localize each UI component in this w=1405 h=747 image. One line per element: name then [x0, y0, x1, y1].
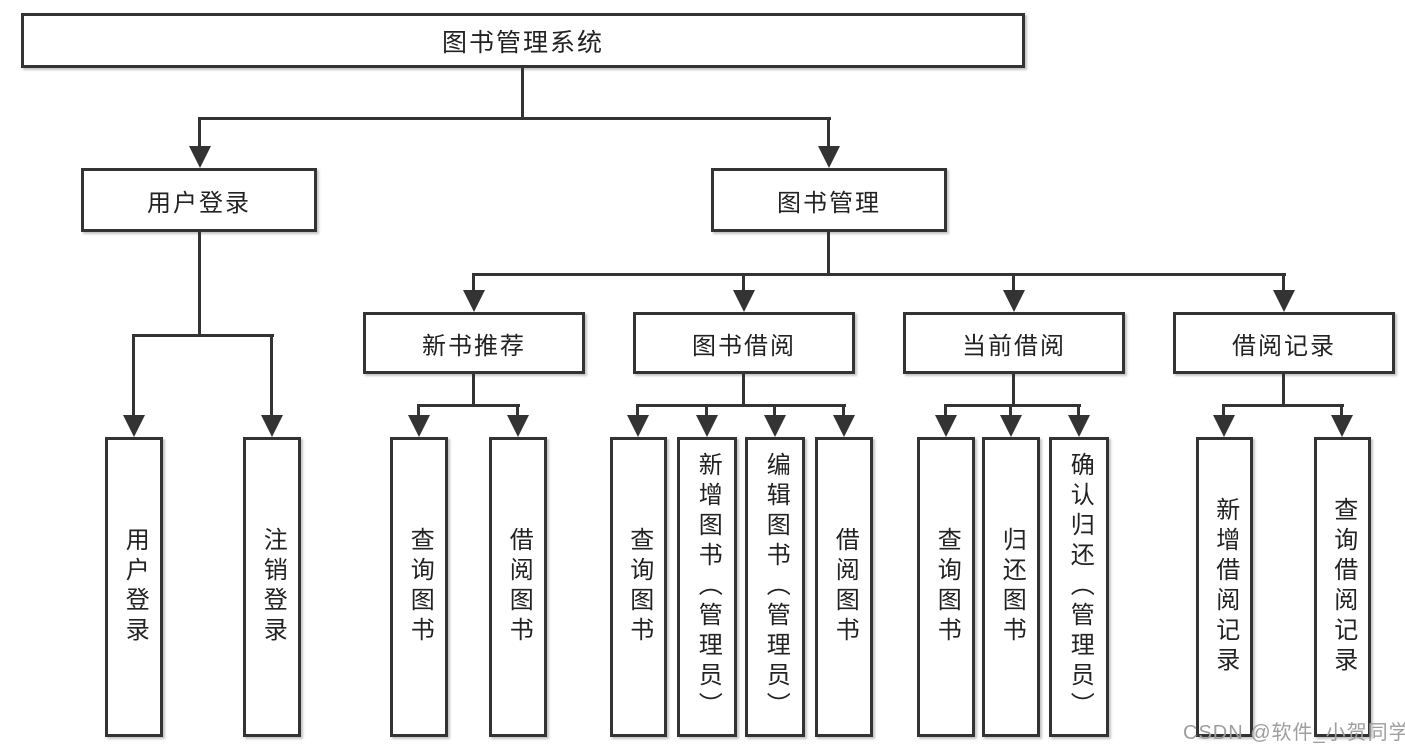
connector-vline	[1012, 374, 1015, 407]
leaf-logout: 注销登录	[243, 437, 301, 737]
node-label: 图书管理系统	[441, 28, 604, 57]
node-label: 图书管理	[777, 189, 881, 217]
connector-arrowhead	[818, 146, 840, 168]
connector-arrowhead	[261, 415, 283, 437]
node-label: 查询图书	[406, 527, 434, 647]
connector-arrowhead	[1003, 290, 1025, 312]
connector-hline	[472, 273, 1286, 276]
connector-vline	[270, 334, 273, 419]
node-user-login: 用户登录	[81, 168, 317, 232]
node-label: 归还图书	[998, 527, 1026, 647]
connector-vline	[417, 404, 420, 419]
leaf-bb-edit-book: 编辑图书（管理员）	[745, 437, 805, 737]
leaf-cb-confirm-return: 确认归还（管理员）	[1049, 437, 1109, 737]
connector-arrowhead	[189, 146, 211, 168]
leaf-rec-borrow-book: 借阅图书	[489, 437, 547, 737]
connector-vline	[472, 273, 475, 293]
leaf-rec-query-book: 查询图书	[390, 437, 448, 737]
node-current-borrow: 当前借阅	[903, 312, 1125, 374]
connector-vline	[705, 404, 708, 419]
node-label: 查询借阅记录	[1329, 497, 1357, 677]
connector-arrowhead	[935, 415, 957, 437]
connector-hline	[944, 404, 1081, 407]
connector-arrowhead	[1213, 415, 1235, 437]
node-label: 新增借阅记录	[1211, 497, 1239, 677]
connector-vline	[827, 117, 830, 150]
connector-hline	[1222, 404, 1344, 407]
connector-vline	[198, 232, 201, 337]
connector-vline	[1009, 404, 1012, 419]
connector-arrowhead	[764, 415, 786, 437]
connector-arrowhead	[833, 415, 855, 437]
node-label: 借阅图书	[831, 527, 859, 647]
connector-hline	[417, 404, 520, 407]
node-label: 新书推荐	[422, 332, 526, 360]
connector-vline	[1340, 404, 1343, 419]
connector-vline	[827, 232, 830, 276]
connector-vline	[1222, 404, 1225, 419]
connector-arrowhead	[1068, 415, 1090, 437]
connector-vline	[1282, 273, 1285, 293]
node-label: 注销登录	[259, 527, 287, 647]
connector-hline	[198, 117, 831, 120]
connector-arrowhead	[733, 290, 755, 312]
connector-hline	[636, 404, 846, 407]
node-label: 借阅记录	[1232, 332, 1336, 360]
connector-hline	[132, 334, 274, 337]
node-root: 图书管理系统	[21, 13, 1025, 68]
leaf-bb-add-book: 新增图书（管理员）	[677, 437, 737, 737]
leaf-br-query-record: 查询借阅记录	[1314, 437, 1371, 737]
node-label: 图书借阅	[692, 332, 796, 360]
leaf-bb-borrow-book: 借阅图书	[815, 437, 873, 737]
connector-arrowhead	[696, 415, 718, 437]
connector-vline	[742, 273, 745, 293]
connector-arrowhead	[507, 415, 529, 437]
connector-arrowhead	[627, 415, 649, 437]
node-label: 查询图书	[625, 527, 653, 647]
node-label: 用户登录	[121, 527, 149, 647]
node-label: 用户登录	[147, 189, 251, 217]
connector-arrowhead	[463, 290, 485, 312]
connector-vline	[773, 404, 776, 419]
leaf-bb-query-book: 查询图书	[610, 437, 667, 737]
node-label: 查询图书	[933, 527, 961, 647]
connector-vline	[516, 404, 519, 419]
leaf-user-login: 用户登录	[105, 437, 163, 737]
connector-vline	[521, 68, 524, 120]
node-label: 当前借阅	[962, 332, 1066, 360]
connector-arrowhead	[1000, 415, 1022, 437]
connector-arrowhead	[1331, 415, 1353, 437]
leaf-cb-query-book: 查询图书	[917, 437, 975, 737]
node-book-borrow: 图书借阅	[633, 312, 855, 374]
connector-vline	[198, 117, 201, 150]
node-label: 确认归还（管理员）	[1066, 452, 1094, 722]
connector-vline	[1282, 374, 1285, 407]
connector-arrowhead	[408, 415, 430, 437]
connector-vline	[842, 404, 845, 419]
connector-vline	[636, 404, 639, 419]
node-label: 借阅图书	[505, 527, 533, 647]
connector-vline	[1012, 273, 1015, 293]
node-book-management: 图书管理	[711, 168, 947, 232]
connector-vline	[944, 404, 947, 419]
connector-arrowhead	[123, 415, 145, 437]
connector-arrowhead	[1273, 290, 1295, 312]
connector-vline	[1077, 404, 1080, 419]
node-label: 新增图书（管理员）	[694, 452, 722, 722]
connector-vline	[472, 374, 475, 407]
csdn-watermark: CSDN @软件_小贺同学	[1183, 722, 1405, 744]
node-new-book-recommend: 新书推荐	[363, 312, 585, 374]
connector-vline	[132, 334, 135, 419]
connector-vline	[742, 374, 745, 407]
leaf-cb-return-book: 归还图书	[982, 437, 1040, 737]
leaf-br-add-record: 新增借阅记录	[1196, 437, 1253, 737]
node-label: 编辑图书（管理员）	[762, 452, 790, 722]
node-borrow-records: 借阅记录	[1173, 312, 1395, 374]
